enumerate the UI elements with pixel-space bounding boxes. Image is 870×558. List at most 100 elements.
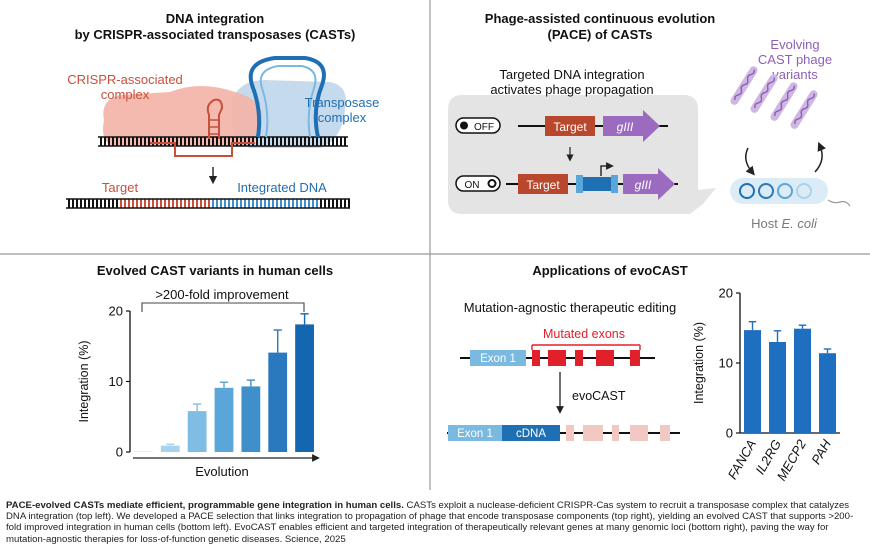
transposase-label-2: complex [318, 110, 367, 125]
host-prefix: Host [751, 216, 781, 231]
top-left-title-2: by CRISPR-associated transposases (CASTs… [75, 27, 356, 42]
on-target-box [518, 174, 568, 194]
silent-exon-5 [660, 425, 670, 441]
evocast-chart-bar-2 [794, 328, 811, 433]
top-right-subtitle-2: activates phage propagation [490, 82, 653, 97]
cdna-block [502, 425, 560, 441]
bottom-right-title: Applications of evoCAST [532, 263, 687, 278]
on-switch-knob [487, 179, 497, 188]
off-gene-arrow [603, 110, 660, 142]
silent-exon-2 [583, 425, 603, 441]
phage-particle-4 [790, 90, 818, 129]
panel-bottom-right: Applications of evoCAST Mutation-agnosti… [447, 263, 840, 483]
mutated-exon-4 [596, 350, 614, 366]
top-right-title-2: (PACE) of CASTs [548, 27, 653, 42]
evolution-chart-bar-2 [187, 411, 207, 452]
mutated-exons-label: Mutated exons [543, 327, 625, 341]
panel-bottom-left: Evolved CAST variants in human cells 0 10… [77, 263, 333, 479]
phage-label-1: Evolving [770, 37, 819, 52]
evocast-chart-ylabel: Integration (%) [692, 322, 706, 404]
off-gene-label: gIII [617, 120, 634, 134]
silent-exon-4 [630, 425, 648, 441]
evolution-chart-ytick-label-1: 10 [109, 374, 123, 389]
improvement-bracket [141, 302, 305, 312]
panel-top-right: Phage-assisted continuous evolution (PAC… [448, 11, 851, 231]
integrated-dna-black-right [320, 199, 350, 208]
evolution-chart-bar-3 [214, 387, 234, 452]
top-left-title-1: DNA integration [166, 11, 265, 26]
integrated-dna-black-left [66, 199, 120, 208]
evocast-chart-bar-3 [819, 353, 836, 433]
guide-rna-hairpin [206, 98, 224, 139]
improvement-label: >200-fold improvement [155, 287, 289, 302]
evocast-chart-ytick-label-1: 10 [719, 356, 733, 371]
crispr-rna-path [150, 142, 255, 157]
integrated-dna-label: Integrated DNA [237, 180, 327, 195]
on-target-label: Target [526, 178, 560, 192]
evocast-chart-bar-0 [744, 330, 761, 433]
caption-bold: PACE-evolved CASTs mediate efficient, pr… [6, 500, 404, 511]
evolution-chart-bar-4 [241, 386, 261, 452]
evolution-xlabel: Evolution [195, 464, 248, 479]
on-gene-label: gIII [635, 178, 652, 192]
caption-text: CASTs exploit a nuclease-deficient CRISP… [6, 500, 854, 545]
top-right-title-1: Phage-assisted continuous evolution [485, 11, 715, 26]
mutated-exon-2 [548, 350, 566, 366]
mutated-exon-1 [532, 350, 540, 366]
phage-2-helix [754, 77, 775, 109]
on-switch [455, 175, 501, 192]
off-switch [455, 117, 501, 134]
integrated-dna-red [120, 199, 210, 208]
evocast-chart-xtick-label-3: PAH [808, 436, 834, 466]
phage-label-3: variants [772, 67, 818, 82]
selection-box [448, 95, 716, 214]
on-gene-arrow [623, 168, 675, 200]
figure-caption: PACE-evolved CASTs mediate efficient, pr… [6, 500, 864, 545]
on-insert-end-2 [611, 175, 618, 193]
host-plasmid-1 [739, 183, 755, 199]
exon-1-bottom [448, 425, 502, 441]
evocast-chart-ytick-label-0: 0 [726, 426, 733, 441]
bottom-left-title: Evolved CAST variants in human cells [97, 263, 333, 278]
exon-1-top-label: Exon 1 [480, 353, 516, 365]
promoter-arrow [600, 162, 614, 176]
exon-1-top [470, 350, 526, 366]
silent-exon-3 [612, 425, 619, 441]
host-plasmid-3 [777, 183, 793, 199]
cdna-label: cDNA [516, 428, 546, 440]
off-label: OFF [474, 122, 494, 133]
evocast-chart-xtick-label-0: FANCA [725, 437, 760, 482]
evocast-chart-ytick-label-2: 20 [719, 286, 733, 301]
on-label: ON [465, 180, 480, 191]
therapeutic-subtitle: Mutation-agnostic therapeutic editing [464, 300, 676, 315]
off-target-box [545, 116, 595, 136]
transposase-label-1: Transposase [305, 95, 380, 110]
phage-label-2: CAST phage [758, 52, 832, 67]
evocast-label: evoCAST [572, 389, 626, 403]
top-dna-strand [98, 137, 348, 146]
crispr-complex-shape [103, 86, 263, 146]
host-label: Host E. coli [751, 216, 818, 231]
phage-1-helix [734, 69, 755, 101]
host-plasmid-2 [758, 183, 774, 199]
evolution-chart-bar-0 [134, 451, 153, 452]
target-label: Target [102, 180, 139, 195]
evolution-chart-ylabel: Integration (%) [77, 341, 91, 423]
evolution-chart-ytick-label-2: 20 [109, 304, 123, 319]
phage-4-helix [794, 93, 815, 125]
panel-top-left: DNA integration by CRISPR-associated tra… [66, 11, 380, 209]
phage-particle-2 [750, 74, 778, 113]
off-switch-knob [460, 121, 468, 130]
transposon-loop [248, 56, 326, 138]
phage-particle-1 [730, 66, 758, 105]
evolution-chart-ytick-label-0: 0 [116, 445, 123, 460]
evolution-chart-bar-1 [160, 445, 180, 452]
phage-3-helix [774, 85, 795, 117]
cycle-arrow-left [745, 147, 755, 176]
evolution-chart-bar-6 [295, 324, 314, 452]
figure-art: DNA integration by CRISPR-associated tra… [0, 0, 870, 490]
transposon-loop-inner [259, 65, 317, 138]
